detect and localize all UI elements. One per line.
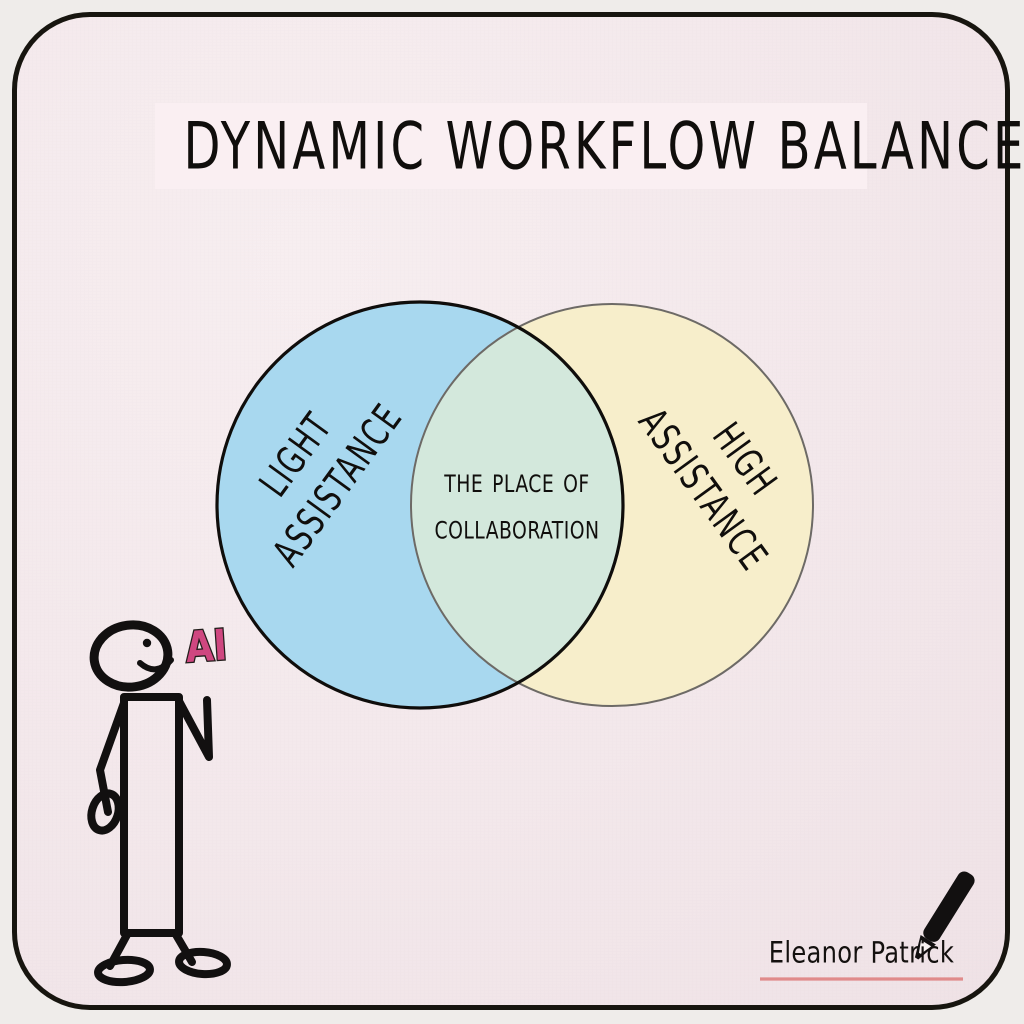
venn-circle-high-assistance-outline [410, 303, 814, 707]
venn-label-collaboration: the place of collaboration [412, 459, 623, 551]
venn-label-center-line2: collaboration [434, 508, 600, 547]
venn-intersection-region[interactable] [411, 304, 813, 706]
signature-text: Eleanor Patrick [768, 935, 955, 970]
venn-circle-light-assistance-outline [215, 300, 625, 710]
ai-label: AI [183, 620, 230, 674]
venn-label-center-line1: the place of [444, 461, 590, 501]
title-banner [155, 103, 867, 189]
